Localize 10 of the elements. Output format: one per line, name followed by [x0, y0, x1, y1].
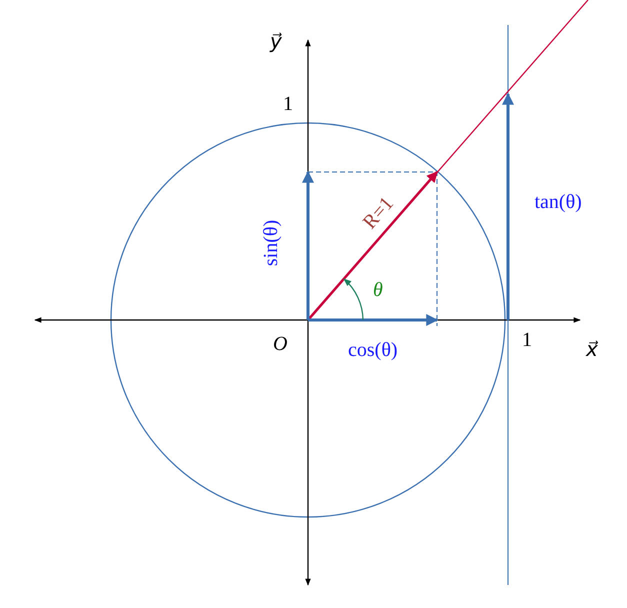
angle-label: θ	[373, 280, 383, 300]
cosine-label: cos(θ)	[348, 340, 398, 360]
radius-label: R=1	[358, 193, 397, 233]
axis-label: y⃗	[270, 32, 282, 52]
tangent-label: tan(θ)	[534, 192, 582, 212]
tick-label: 1	[522, 330, 532, 350]
axis-label: x⃗	[586, 340, 598, 360]
origin-label: O	[273, 334, 288, 354]
sine-label: sin(θ)	[261, 220, 282, 266]
tick-label: 1	[283, 94, 293, 114]
